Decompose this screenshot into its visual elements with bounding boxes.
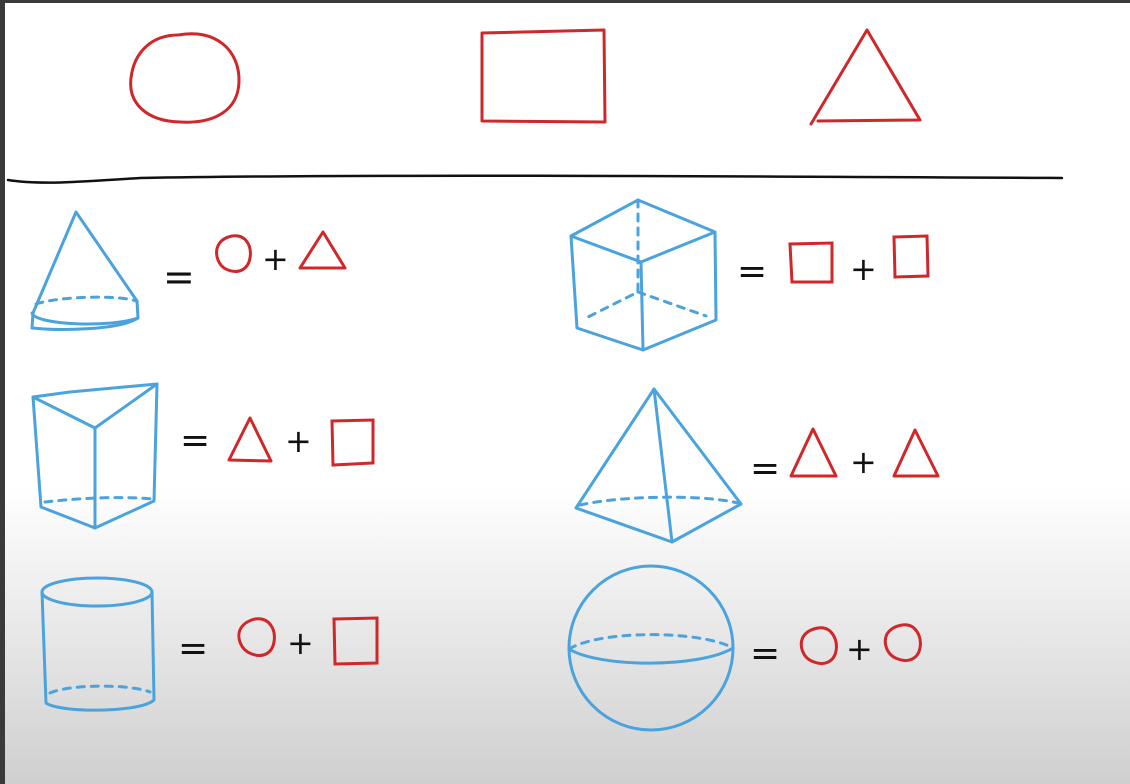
equation-5: = + [178, 616, 379, 669]
cylinder-icon [40, 576, 156, 712]
triangle-icon [227, 416, 273, 463]
circle-icon [799, 626, 838, 666]
equals-sign: = [180, 420, 210, 461]
square-icon [788, 241, 834, 284]
equation-3: = + [180, 416, 375, 467]
equals-sign: = [750, 448, 780, 489]
circle-icon [129, 32, 241, 124]
triangle-icon [892, 428, 940, 478]
plus-sign: + [846, 630, 873, 668]
equation-6: = + [750, 623, 922, 674]
board-surface [5, 3, 1130, 784]
triangular-prism-icon [31, 382, 159, 530]
triangle-icon [789, 427, 838, 478]
rectangle-icon [480, 28, 607, 124]
square-icon [332, 616, 379, 666]
square-icon [330, 418, 375, 467]
triangle-icon [298, 230, 347, 270]
equation-2: = + [737, 234, 930, 292]
cube-icon [569, 198, 718, 352]
sphere-icon [567, 564, 735, 732]
plus-sign: + [285, 422, 312, 460]
equals-sign: = [737, 251, 767, 292]
plus-sign: + [262, 240, 289, 278]
square-icon [892, 234, 930, 279]
cone-icon [30, 210, 140, 331]
equals-sign: = [163, 255, 195, 299]
plus-sign: + [850, 250, 877, 288]
plus-sign: + [287, 624, 314, 662]
circle-icon [215, 234, 252, 273]
equation-1: = + [163, 230, 347, 299]
divider-line [6, 174, 1064, 184]
equals-sign: = [178, 628, 208, 669]
triangle-icon [809, 28, 922, 126]
circle-icon [237, 617, 276, 657]
circle-icon [883, 623, 922, 663]
equals-sign: = [750, 633, 780, 674]
equation-4: = + [750, 427, 940, 489]
plus-sign: + [850, 443, 877, 481]
pyramid-icon [574, 387, 743, 544]
